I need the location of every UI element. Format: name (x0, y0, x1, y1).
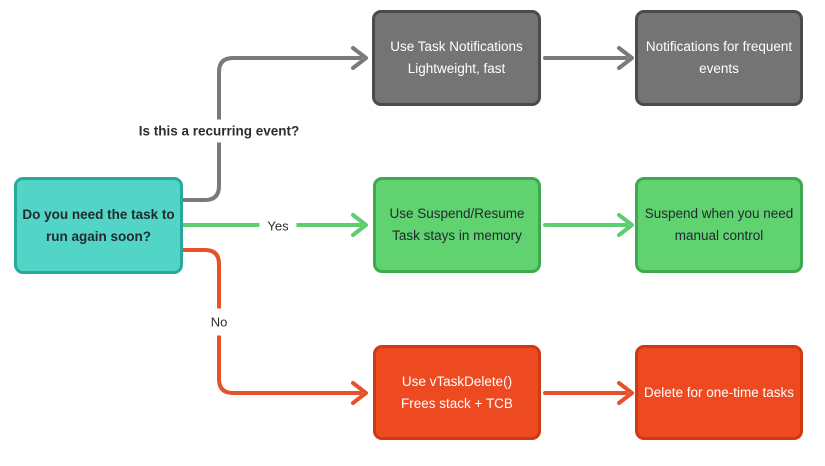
task-notifications-node-text: Use Task Notifications (390, 39, 523, 54)
vtaskdelete-node-text: Use vTaskDelete() (401, 373, 513, 389)
notifications-arrowhead-icon (617, 46, 634, 70)
recurring-arrowhead-icon (351, 46, 368, 70)
suspend-outcome-node-text: manual control (674, 228, 764, 243)
suspend-outcome-node: Suspend when you need manual control (635, 177, 803, 273)
suspend-outcome-node-text: Suspend when you need (644, 206, 794, 221)
no-label: No (205, 308, 233, 336)
decision-node-text: Do you need the task to (22, 206, 175, 222)
suspend-resume-node: Use Suspend/Resume Task stays in memory (373, 177, 541, 273)
task-notifications-node: Use Task Notifications Lightweight, fast (372, 10, 541, 106)
notifications-outcome-node-text: Notifications for frequent (645, 39, 793, 54)
decision-node: Do you need the task to run again soon? (14, 177, 183, 274)
recurring-question-label: Is this a recurring event? (130, 119, 308, 143)
notifications-outcome-node: Notifications for frequent events (635, 10, 803, 106)
decision-node-text: run again soon? (45, 228, 151, 244)
suspend-resume-node-text: Use Suspend/Resume (389, 206, 525, 221)
suspend-arrowhead-icon (617, 213, 634, 237)
yes-label: Yes (259, 214, 297, 238)
yes-arrowhead-icon (351, 213, 368, 237)
notifications-outcome-node-text: events (699, 61, 739, 76)
vtaskdelete-node: Use vTaskDelete() Frees stack + TCB (373, 345, 541, 440)
delete-outcome-node-text: Delete for one-time tasks (643, 384, 795, 400)
delete-outcome-node: Delete for one-time tasks (635, 345, 803, 440)
no-arrowhead-icon (351, 381, 368, 405)
suspend-resume-node-text: Task stays in memory (392, 228, 522, 243)
delete-arrowhead-icon (617, 381, 634, 405)
vtaskdelete-node-text: Frees stack + TCB (401, 395, 513, 411)
task-notifications-node-text: Lightweight, fast (407, 61, 506, 76)
